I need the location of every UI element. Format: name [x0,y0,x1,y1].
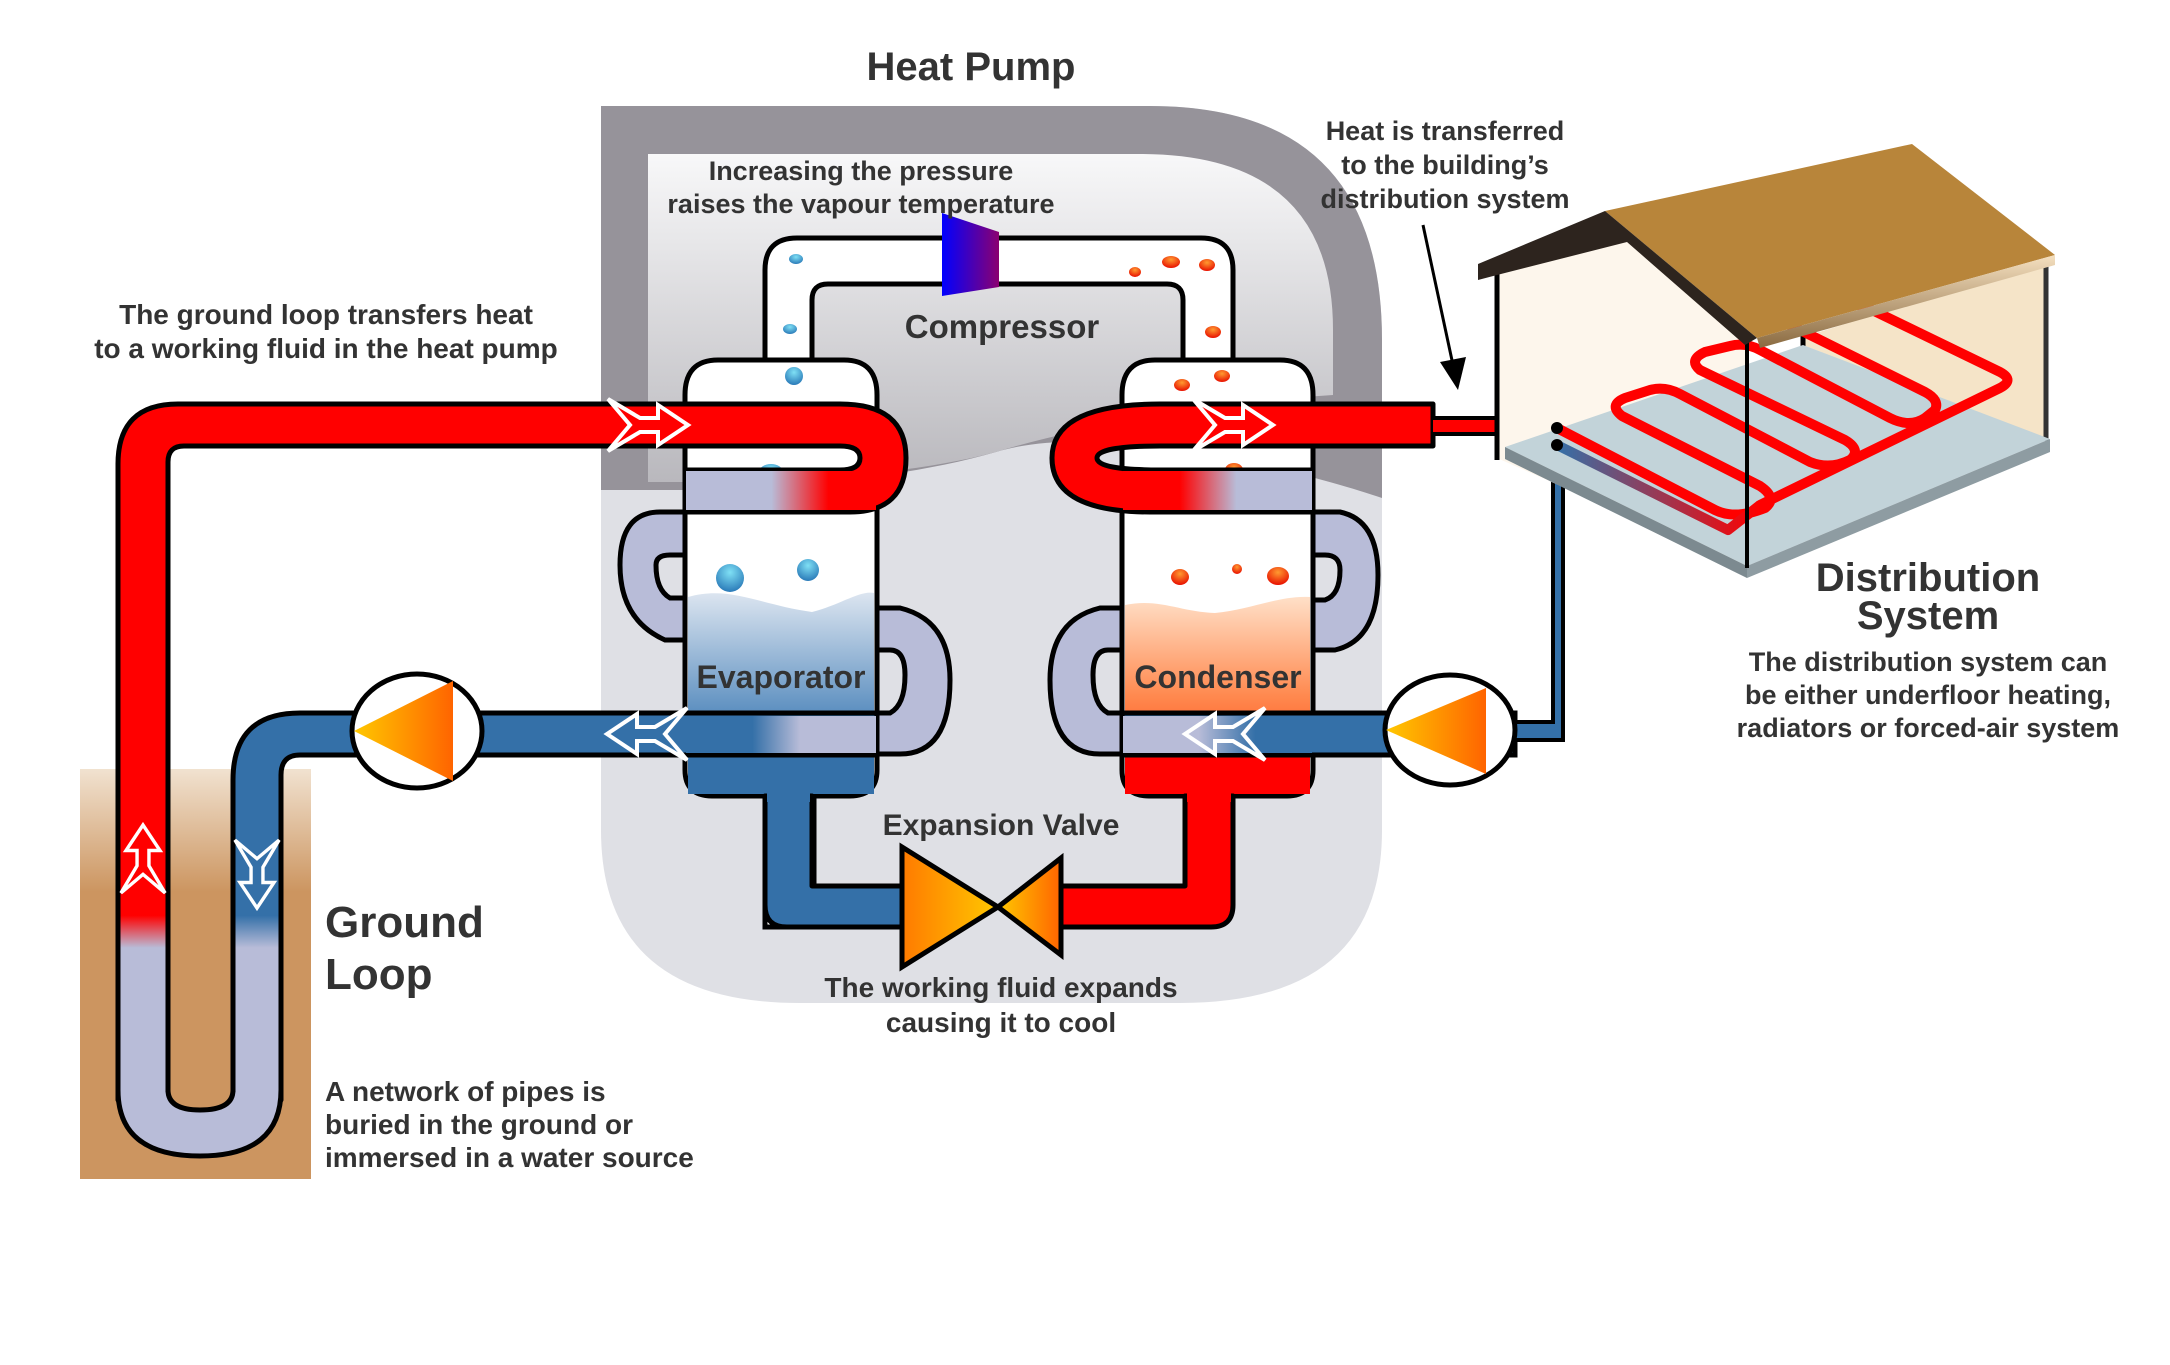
evaporator-coils [617,509,953,757]
floor-slab-top [1505,345,2050,566]
vapour-bubble [1174,379,1190,391]
ground-loop-title-line-1: Ground [325,898,484,947]
ground-loop-note-line-1: The ground loop transfers heat [119,299,533,330]
vapour-bubble [1129,267,1141,277]
ground-loop-pump [349,671,485,791]
distribution-desc-line-3: radiators or forced-air system [1737,713,2120,743]
distribution-desc-line-2: be either underfloor heating, [1745,680,2111,710]
compressor-label: Compressor [905,308,1100,345]
distribution-pump [1382,672,1518,788]
roof-gable-fascia [1478,211,1757,345]
expansion-valve-label: Expansion Valve [883,809,1120,842]
vapour-bubble [1232,564,1242,574]
valve-left-icon [899,842,1003,972]
compressor-icon [942,213,999,296]
ground-loop-hot-pipe [115,401,909,1103]
distribution-hot-pipe [1049,401,1501,515]
vapour-bubble [797,559,819,581]
vapour-bubble [1162,256,1180,268]
transfer-note-line-2: to the building’s [1341,150,1548,180]
compressor-note-line-2: raises the vapour temperature [667,189,1054,219]
vapour-bubble [1171,569,1189,585]
vapour-bubble [1214,370,1230,382]
roof-eave [1757,255,2055,348]
transfer-arrow-icon [1421,224,1466,390]
vapour-bubble [1199,259,1215,271]
vapour-bubble [1205,326,1221,338]
vapour-bubble [783,324,797,334]
floor-slab-front [1505,447,1747,578]
ground-loop-desc-line-1: A network of pipes is [325,1076,606,1107]
ground-loop-title-line-2: Loop [325,950,433,999]
expansion-circuit [762,790,1236,972]
condenser-label: Condenser [1134,659,1301,695]
distribution-title-line-1: Distribution [1816,556,2040,600]
expansion-note-line-2: causing it to cool [886,1007,1116,1038]
pump-icon [354,681,453,781]
ground-loop-note-line-2: to a working fluid in the heat pump [94,333,558,364]
roof [1605,144,2055,338]
distribution-desc-line-1: The distribution system can [1749,647,2108,677]
page-title: Heat Pump [867,45,1076,89]
house [1478,144,2055,578]
floor-slab-side [1747,439,2050,578]
pump-icon [1386,688,1486,774]
underfloor-return-pipe [1554,440,1764,535]
transfer-note-line-3: distribution system [1320,184,1569,214]
evaporator-label: Evaporator [697,659,866,695]
compressor-note-line-1: Increasing the pressure [709,156,1014,186]
distribution-title-line-2: System [1857,594,1999,638]
vapour-bubble [716,564,744,592]
ground-u-loop [115,830,284,1159]
vapour-bubble [789,254,803,264]
vapour-bubble [1267,567,1289,585]
expansion-note-line-1: The working fluid expands [824,972,1177,1003]
ground-loop-desc-line-3: immersed in a water source [325,1142,694,1173]
vapour-bubble [785,367,803,385]
valve-right-icon [993,852,1064,961]
ground-loop-desc-line-2: buried in the ground or [325,1109,633,1140]
condenser-coils [1047,509,1381,757]
transfer-note-line-1: Heat is transferred [1326,116,1565,146]
